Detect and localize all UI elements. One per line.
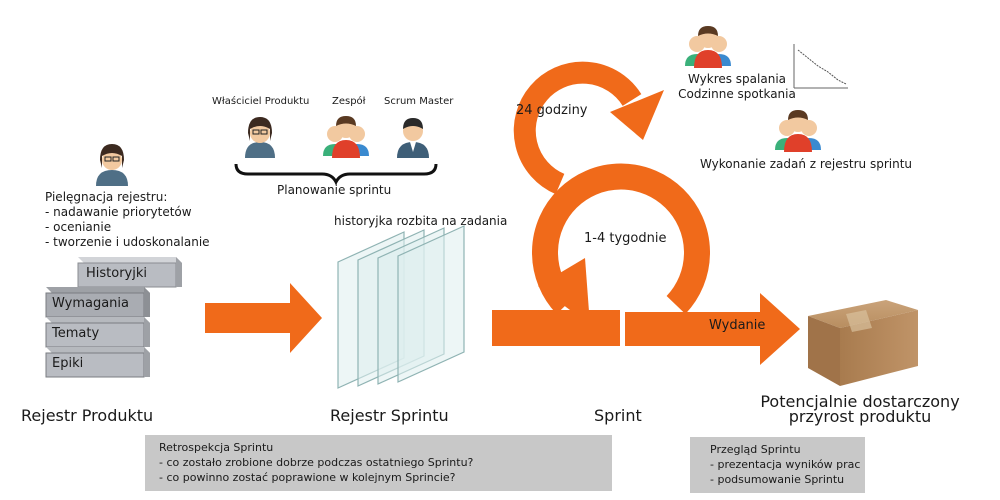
backlog-label-wymagania: Wymagania — [52, 296, 129, 311]
backlog-label-epiki: Epiki — [52, 356, 84, 371]
grooming-list: Pielęgnacja rejestru: - nadawanie priory… — [45, 190, 210, 250]
release-label: Wydanie — [709, 318, 766, 333]
daily-loop — [513, 61, 642, 195]
sprint-backlog-sheets — [337, 225, 465, 389]
burndown-chart-icon — [793, 44, 848, 89]
product-owner-avatar-icon — [245, 117, 275, 158]
review-item: - podsumowanie Sprintu — [710, 473, 845, 486]
backlog-block-tematy — [45, 317, 150, 348]
arrow-to-sprint-backlog — [205, 283, 322, 353]
backlog-block-historyjki — [77, 257, 182, 288]
grooming-title: Pielęgnacja rejestru: — [45, 190, 168, 204]
role-scrum-master: Scrum Master — [384, 96, 454, 107]
sprint-caption: Sprint — [594, 406, 642, 425]
planning-brace — [234, 163, 438, 186]
review-box: Przegląd Sprintu - prezentacja wyników p… — [690, 437, 865, 493]
woman-avatar-icon — [96, 144, 128, 186]
sprint-loop — [532, 163, 710, 314]
sprint-length-label: 1-4 tygodnie — [584, 231, 667, 246]
grooming-item: - ocenianie — [45, 220, 112, 234]
role-team: Zespół — [332, 96, 366, 107]
man-avatar-icon — [397, 118, 429, 158]
increment-caption-line: Potencjalnie dostarczony — [760, 392, 960, 411]
backlog-block-wymagania — [45, 287, 150, 318]
daily-loop-arrowhead — [610, 90, 664, 140]
team-icon — [323, 116, 369, 158]
task-execution-label: Wykonanie zadań z rejestru sprintu — [700, 157, 913, 171]
team-icon-daily — [685, 26, 731, 68]
planning-label: Planowanie sprintu — [277, 183, 392, 197]
increment-caption: Potencjalnie dostarczony przyrost produk… — [760, 392, 960, 426]
review-item: - prezentacja wyników prac — [710, 458, 861, 471]
daily-cycle-label: 24 godziny — [516, 103, 588, 118]
role-product-owner: Właściciel Produktu — [212, 96, 310, 107]
review-title: Przegląd Sprintu — [710, 443, 801, 456]
daily-item-burndown: Wykres spalania — [687, 72, 787, 86]
retrospective-title: Retrospekcja Sprintu — [159, 441, 274, 454]
daily-items: Wykres spalania Codzinne spotkania — [672, 72, 802, 102]
backlog-label-tematy: Tematy — [52, 326, 100, 341]
package-box-icon — [808, 300, 918, 386]
sprint-loop-arrowhead — [538, 258, 590, 325]
sprint-backlog-caption: Rejestr Sprintu — [330, 406, 449, 425]
team-icon-tasks — [775, 110, 821, 152]
increment-caption-line: przyrost produktu — [788, 407, 932, 426]
grooming-item: - nadawanie priorytetów — [45, 205, 192, 219]
retrospective-box: Retrospekcja Sprintu - co zostało zrobio… — [145, 435, 612, 491]
retrospective-item: - co powinno zostać poprawione w kolejny… — [159, 471, 456, 484]
grooming-item: - tworzenie i udoskonalanie — [45, 235, 210, 249]
retrospective-item: - co zostało zrobione dobrze podczas ost… — [159, 456, 474, 469]
arrow-release — [625, 293, 800, 365]
product-backlog-caption: Rejestr Produktu — [21, 406, 154, 425]
daily-item-standup: Codzinne spotkania — [678, 87, 796, 101]
sprint-backlog-top-label: historyjka rozbita na zadania — [334, 214, 508, 228]
sprint-base-bar — [492, 310, 620, 346]
backlog-block-epiki — [45, 347, 150, 378]
backlog-label-historyjki: Historyjki — [86, 266, 148, 281]
